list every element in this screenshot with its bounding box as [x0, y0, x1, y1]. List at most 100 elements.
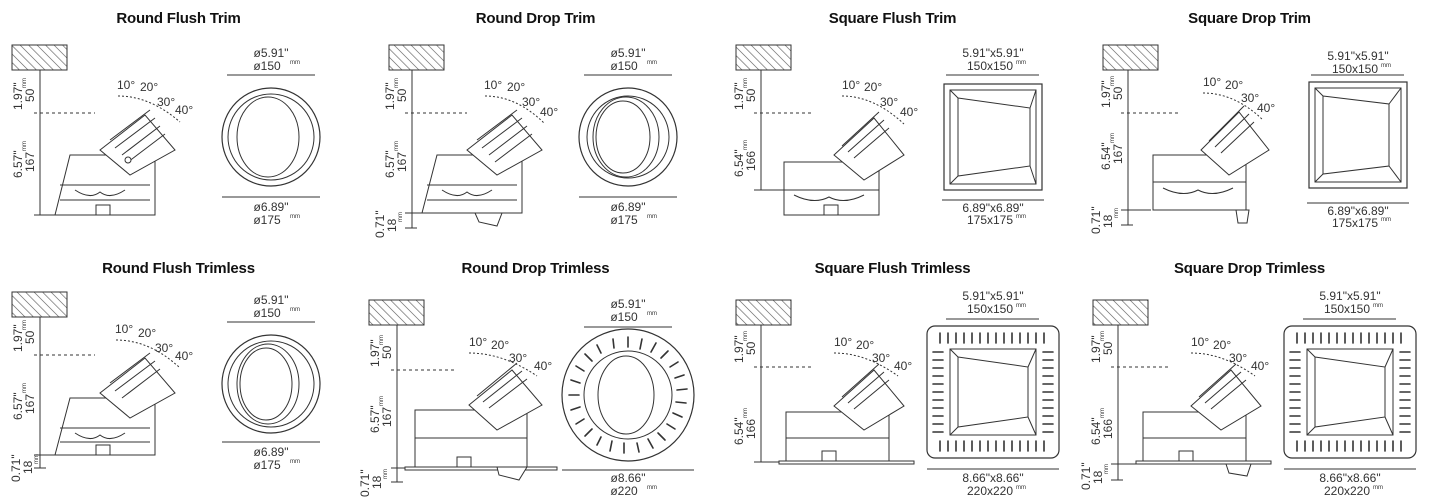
height-mm-label: 166 — [744, 419, 758, 439]
outer-mm-unit: mm — [647, 214, 657, 220]
outer-mm-label: ø220 — [610, 484, 638, 498]
fixture-side-view — [783, 111, 905, 216]
offset-mm-unit: mm — [743, 78, 749, 88]
angle-30: 30° — [522, 95, 540, 109]
offset-mm-label: 50 — [380, 345, 394, 359]
top-view-round — [221, 334, 321, 434]
offset-mm-label: 50 — [23, 88, 37, 102]
angle-40: 40° — [900, 105, 918, 119]
outer-mm-label: 175x175 — [967, 213, 1013, 227]
fixture-side-view — [54, 109, 176, 216]
outer-mm-label: ø175 — [253, 458, 281, 472]
angle-40: 40° — [175, 349, 193, 363]
angle-30: 30° — [880, 95, 898, 109]
panel-title: Round Flush Trim — [116, 10, 241, 27]
top-view-round-slotted — [561, 328, 695, 462]
height-inch-label: 6.54" — [732, 417, 746, 445]
angle-20: 20° — [1225, 78, 1243, 92]
ceiling-block — [735, 299, 792, 326]
outer-mm-label: 220x220 — [967, 484, 1013, 498]
flange-inch-label: 0.71" — [358, 469, 372, 497]
top-view-round — [221, 87, 321, 187]
height-inch-label: 6.57" — [368, 405, 382, 433]
angle-10: 10° — [1191, 335, 1209, 349]
fixture-side-view — [1135, 363, 1272, 477]
panel-round-drop-trimless: Round Drop Trimless 1.97" 50 mm 6.57" 16… — [357, 250, 714, 500]
height-mm-label: 166 — [1101, 419, 1115, 439]
angle-labels: 10° 20° 30° 40° — [117, 78, 193, 123]
offset-mm-label: 50 — [1101, 341, 1115, 355]
panel-title: Square Flush Trimless — [814, 260, 971, 277]
outer-mm-unit: mm — [1381, 217, 1391, 223]
vent-slots — [568, 336, 688, 454]
angle-10: 10° — [484, 78, 502, 92]
panel-title: Round Flush Trimless — [102, 260, 255, 277]
flange-mm-label: 18 — [385, 218, 399, 232]
angle-30: 30° — [1241, 91, 1259, 105]
height-inch-label: 6.57" — [11, 150, 25, 178]
angle-30: 30° — [155, 341, 173, 355]
flange-mm-unit: mm — [1114, 208, 1120, 218]
cutout-mm-unit: mm — [647, 60, 657, 66]
diagram-round-drop-trimless: 1.97" 50 mm 6.57" 167 mm 0.71" 18 mm 10°… — [358, 297, 695, 498]
angle-labels: 10° 20° 30° 40° — [833, 335, 912, 377]
flange-inch-label: 0.71" — [9, 454, 23, 482]
cutout-mm-label: ø150 — [610, 59, 638, 73]
fixture-side-view — [778, 363, 915, 465]
offset-mm-label: 50 — [23, 330, 37, 344]
outer-inch-label: ø6.89" — [254, 200, 289, 214]
angle-labels: 10° 20° 30° 40° — [1202, 75, 1275, 121]
top-view-round — [578, 87, 678, 187]
offset-inch-label: 1.97" — [732, 82, 746, 110]
height-mm-label: 167 — [380, 407, 394, 427]
ceiling-block — [11, 291, 68, 318]
angle-20: 20° — [491, 338, 509, 352]
flange-mm-label: 18 — [1091, 470, 1105, 484]
height-inch-label: 6.54" — [1099, 142, 1113, 170]
offset-mm-label: 50 — [1111, 86, 1125, 100]
height-mm-label: 167 — [395, 152, 409, 172]
panel-round-flush-trim: Round Flush Trim 1.97" 50 mm 6.57" 167 m… — [0, 0, 357, 250]
outer-mm-label: ø175 — [253, 213, 281, 227]
angle-40: 40° — [175, 103, 193, 117]
angle-20: 20° — [140, 80, 158, 94]
angle-labels: 10° 20° 30° 40° — [841, 78, 918, 125]
angle-labels: 10° 20° 30° 40° — [484, 78, 558, 125]
angle-20: 20° — [1213, 338, 1231, 352]
offset-mm-unit: mm — [22, 320, 28, 330]
offset-inch-label: 1.97" — [11, 82, 25, 110]
outer-inch-label: 6.89"x6.89" — [1327, 204, 1388, 218]
offset-inch-label: 1.97" — [368, 339, 382, 367]
outer-mm-unit: mm — [290, 214, 300, 220]
cutout-inch-label: ø5.91" — [611, 297, 646, 311]
panel-title: Round Drop Trim — [475, 10, 596, 27]
outer-inch-label: ø6.89" — [611, 200, 646, 214]
panel-title: Square Drop Trimless — [1173, 260, 1326, 277]
height-mm-unit: mm — [379, 396, 385, 406]
angle-10: 10° — [1203, 75, 1221, 89]
height-mm-unit: mm — [1110, 133, 1116, 143]
offset-mm-label: 50 — [744, 341, 758, 355]
cutout-mm-label: 150x150 — [967, 59, 1013, 73]
outer-inch-label: ø8.66" — [611, 471, 646, 485]
angle-20: 20° — [864, 80, 882, 94]
top-view-square — [1308, 81, 1408, 189]
panel-title: Round Drop Trimless — [461, 260, 610, 277]
outer-mm-unit: mm — [1373, 485, 1383, 491]
cutout-inch-label: 5.91"x5.91" — [962, 289, 1023, 303]
flange-mm-unit: mm — [1104, 464, 1110, 474]
fixture-side-view — [54, 352, 176, 456]
outer-inch-label: 8.66"x8.66" — [1319, 471, 1380, 485]
ceiling-block — [11, 44, 68, 71]
cutout-mm-unit: mm — [1016, 303, 1026, 309]
diagram-round-flush-trimless: 1.97" 50 mm 6.57" 167 mm 0.71" 18 mm 10°… — [9, 291, 321, 482]
angle-40: 40° — [894, 359, 912, 373]
diagram-round-flush-trim: 1.97" 50 mm 6.57" 167 mm 10° 20° 30° 40° — [11, 44, 321, 227]
angle-labels: 10° 20° 30° 40° — [468, 335, 552, 377]
cutout-mm-label: ø150 — [610, 310, 638, 324]
cutout-inch-label: 5.91"x5.91" — [1319, 289, 1380, 303]
height-mm-unit: mm — [1100, 408, 1106, 418]
angle-30: 30° — [872, 351, 890, 365]
flange-mm-unit: mm — [383, 469, 389, 479]
panel-title: Square Drop Trim — [1188, 10, 1311, 27]
